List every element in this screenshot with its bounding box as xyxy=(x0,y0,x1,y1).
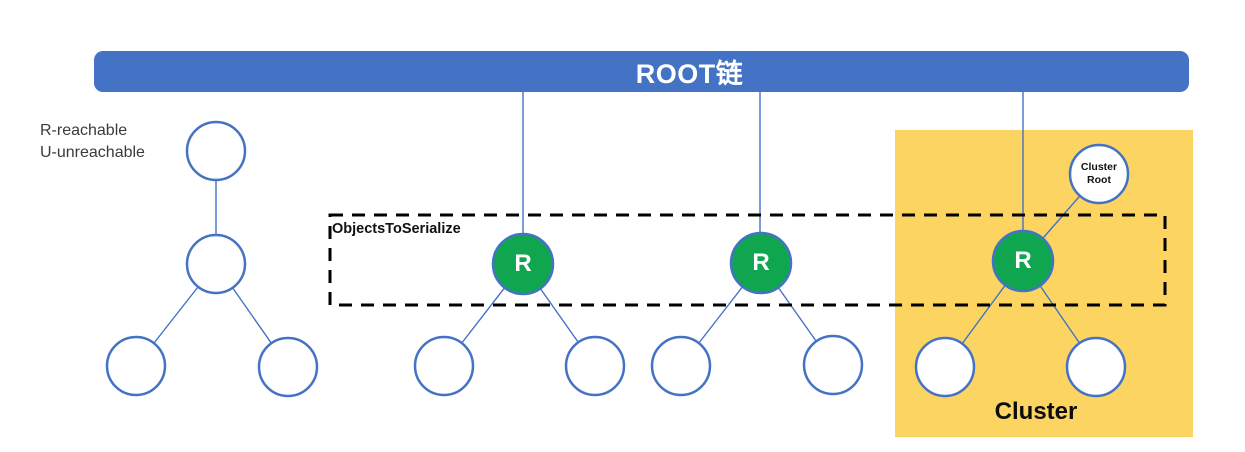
reachable-node-label: R xyxy=(1014,247,1032,274)
objects-to-serialize-label: ObjectsToSerialize xyxy=(332,221,461,237)
legend: R-reachable U-unreachable xyxy=(40,120,145,164)
object-node-circle xyxy=(564,335,626,397)
reachable-node-circle xyxy=(729,231,793,295)
object-node-circle xyxy=(105,335,167,397)
legend-line-unreachable: U-unreachable xyxy=(40,144,145,161)
object-node-circle xyxy=(802,334,864,396)
cluster-root-label-line1: Cluster xyxy=(1080,161,1118,173)
object-node-circle xyxy=(185,233,247,295)
object-node-circle xyxy=(650,335,712,397)
cluster-label: Cluster xyxy=(994,398,1078,425)
cluster-root-node-circle xyxy=(1068,143,1130,205)
root-chain-title: ROOT链 xyxy=(635,59,744,89)
cluster-root-label: Cluster Root xyxy=(1069,160,1129,188)
reachable-node-label: R xyxy=(752,249,770,276)
legend-line-reachable: R-reachable xyxy=(40,122,128,139)
cluster-root-label-line2: Root xyxy=(1087,174,1111,186)
reachable-node-label: R xyxy=(514,250,532,277)
object-node-circle xyxy=(185,120,247,182)
root-chain-banner: ROOT链 xyxy=(94,51,1189,92)
object-node-circle xyxy=(413,335,475,397)
objects-to-serialize-box xyxy=(328,213,1167,307)
reachable-node-circle xyxy=(991,229,1055,293)
reachable-node-circle xyxy=(491,232,555,296)
object-node-circle xyxy=(257,336,319,398)
object-node-circle xyxy=(1065,336,1127,398)
object-node-circle xyxy=(914,336,976,398)
